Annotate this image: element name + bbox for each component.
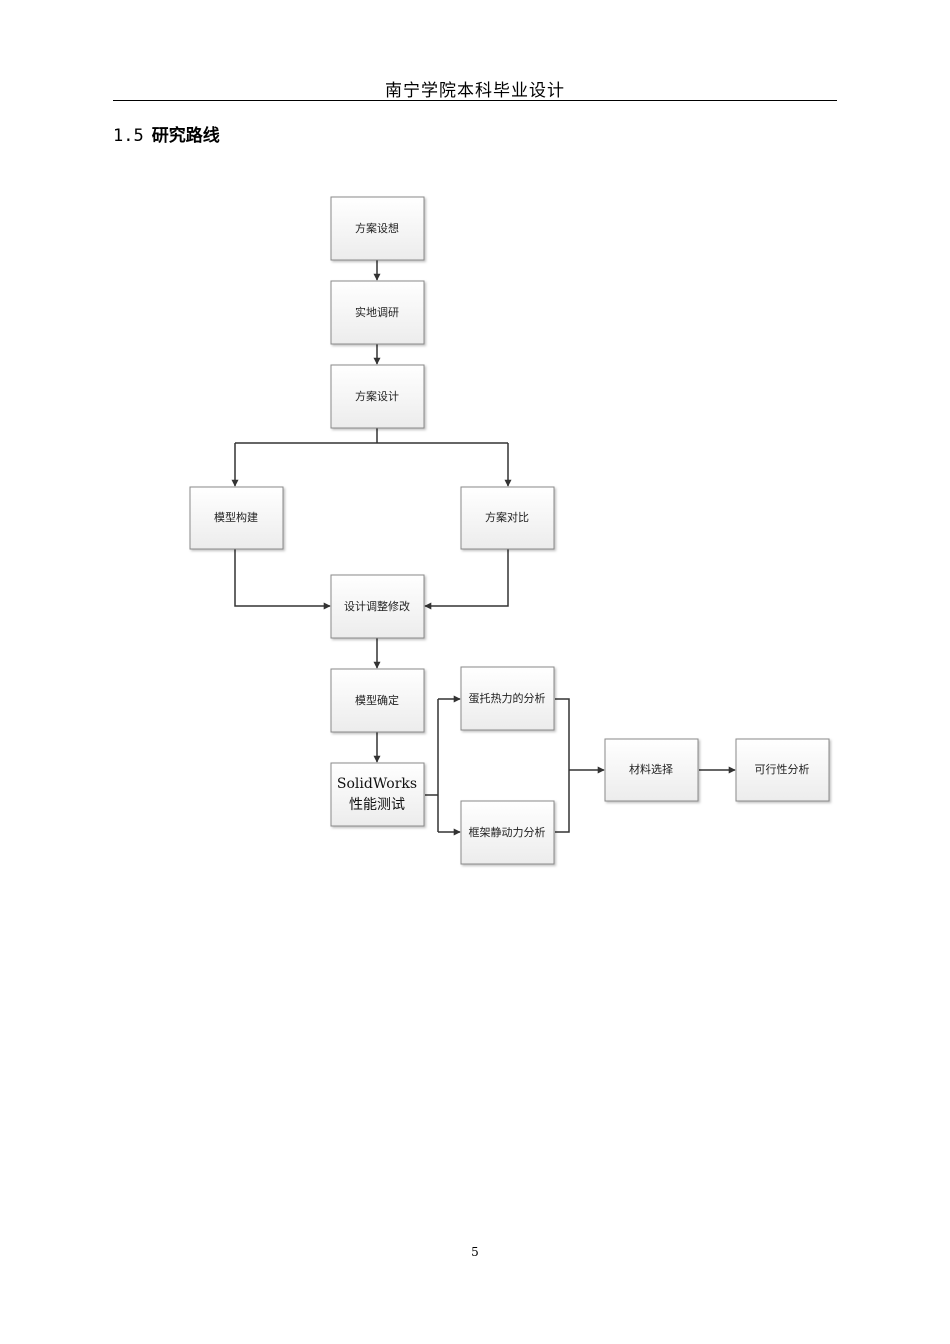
node-scheme-concept: 方案设想: [330, 196, 425, 261]
section-title: 研究路线: [151, 126, 220, 146]
connector-design-split: [235, 428, 508, 444]
node-model-building-label: 模型构建: [214, 510, 258, 524]
page-header-title: 南宁学院本科毕业设计: [385, 81, 565, 101]
node-feasibility-analysis: 可行性分析: [735, 738, 830, 802]
connector-model-building-to-adjustment: [234, 549, 331, 610]
node-feasibility-analysis-label: 可行性分析: [755, 762, 810, 776]
node-egg-tray-thermal: 蛋托热力的分析: [460, 666, 555, 731]
header-rule: [113, 100, 837, 101]
section-number: 1.5: [113, 126, 144, 146]
node-material-selection: 材料选择: [604, 738, 699, 802]
node-field-research: 实地调研: [330, 280, 425, 345]
page-number: 5: [471, 1245, 479, 1259]
node-design-adjustment-label: 设计调整修改: [344, 599, 410, 613]
node-model-building: 模型构建: [189, 486, 284, 550]
connector-merge-trunk: [555, 698, 570, 833]
node-frame-dynamics-label: 框架静动力分析: [469, 825, 546, 839]
node-scheme-design: 方案设计: [330, 364, 425, 429]
node-solidworks-test-label-line2: 性能测试: [349, 797, 405, 813]
node-model-confirmation: 模型确定: [330, 668, 425, 733]
node-material-selection-label: 材料选择: [629, 762, 673, 776]
section-heading: 1.5 研究路线: [113, 121, 220, 146]
node-solidworks-test: SolidWorks 性能测试: [330, 762, 425, 827]
node-scheme-comparison: 方案对比: [460, 486, 555, 550]
node-scheme-design-label: 方案设计: [355, 389, 399, 403]
node-design-adjustment: 设计调整修改: [330, 574, 425, 639]
connector-branch-trunk: [425, 699, 439, 832]
node-solidworks-test-label-line1: SolidWorks: [337, 776, 417, 792]
node-model-confirmation-label: 模型确定: [355, 693, 399, 707]
node-scheme-concept-label: 方案设想: [355, 221, 399, 235]
node-frame-dynamics: 框架静动力分析: [460, 800, 555, 865]
node-scheme-comparison-label: 方案对比: [485, 510, 529, 524]
node-field-research-label: 实地调研: [355, 305, 399, 319]
connector-comparison-to-adjustment: [424, 549, 509, 610]
node-egg-tray-thermal-label: 蛋托热力的分析: [469, 691, 546, 705]
